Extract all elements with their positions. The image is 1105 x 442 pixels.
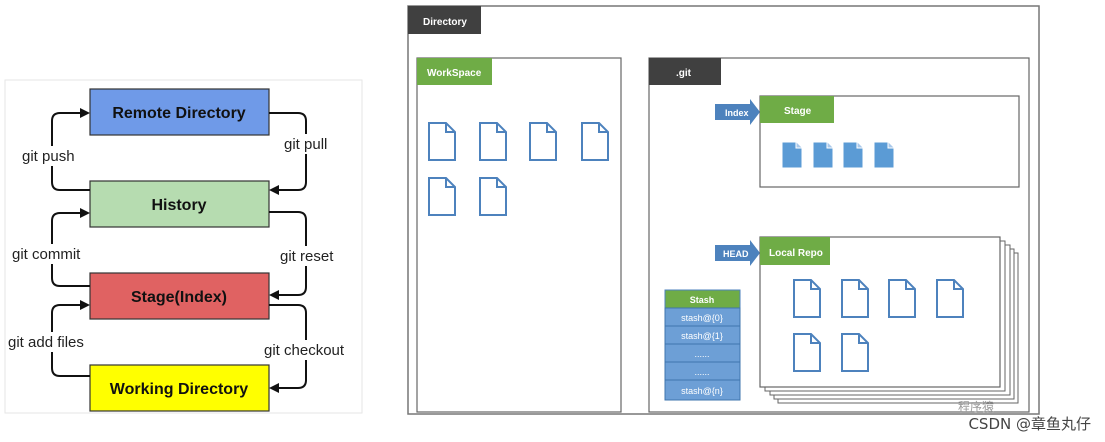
git-reset-label: git reset: [280, 248, 334, 265]
file-icon: [888, 279, 916, 318]
file-icon: [581, 122, 609, 161]
file-icon: [841, 279, 869, 318]
index-label: Index: [725, 108, 749, 118]
file-icon: [428, 177, 456, 216]
file-icon: [841, 333, 869, 372]
index-arrow: [715, 99, 760, 125]
stage-label: Stage: [784, 106, 812, 117]
git-add-files-label: git add files: [8, 334, 84, 351]
workspace-frame: [416, 57, 622, 413]
stash-row-label: stash@{0}: [681, 313, 723, 323]
stage-index-box: Stage(Index): [89, 272, 270, 320]
remote-directory-box: Remote Directory: [89, 88, 270, 136]
file-icon: [936, 279, 964, 318]
stash-header-label: Stash: [690, 295, 715, 305]
staged-file-icon: [781, 141, 803, 169]
head-label: HEAD: [723, 249, 749, 259]
staged-file-icon: [812, 141, 834, 169]
staged-file-icon: [842, 141, 864, 169]
stash-row: [664, 379, 741, 401]
file-icon: [793, 333, 821, 372]
staged-file-icon: [873, 141, 895, 169]
remote-directory-label: Remote Directory: [112, 105, 245, 122]
history-label: History: [151, 197, 206, 214]
faint-watermark: 程序猿: [958, 400, 995, 414]
git-tab: [649, 58, 721, 85]
directory-tab: [408, 6, 481, 34]
working-directory-label: Working Directory: [110, 381, 249, 398]
git-checkout-label: git checkout: [264, 342, 345, 359]
file-icon: [793, 279, 821, 318]
git-flow-diagram: Remote Directory History Stage(Index) Wo…: [4, 79, 363, 414]
file-icon: [479, 177, 507, 216]
csdn-watermark: CSDN @章鱼丸仔: [968, 415, 1091, 433]
directory-label: Directory: [423, 17, 467, 28]
file-icon: [529, 122, 557, 161]
git-pull-label: git pull: [284, 136, 327, 153]
stage-index-label: Stage(Index): [131, 289, 227, 306]
workspace-tab: [417, 58, 492, 85]
git-push-label: git push: [22, 148, 75, 165]
local-repo-label: Local Repo: [769, 248, 823, 259]
stash-row-label: stash@{n}: [681, 386, 723, 396]
stage-tab: [760, 96, 834, 123]
file-icon: [428, 122, 456, 161]
stash-row-label: ......: [694, 349, 709, 359]
stash-row-label: ......: [694, 367, 709, 377]
stash-row-label: stash@{1}: [681, 331, 723, 341]
head-arrow: [715, 240, 760, 266]
working-directory-box: Working Directory: [89, 364, 270, 412]
local-repo-tab: [760, 237, 830, 265]
git-label: .git: [676, 68, 692, 79]
repo-structure-diagram: Directory WorkSpace .git Index Stage: [407, 5, 1040, 415]
workspace-label: WorkSpace: [427, 68, 482, 79]
stash-table: Stash stash@{0} stash@{1} ...... ...... …: [664, 289, 741, 401]
history-box: History: [89, 180, 270, 228]
file-icon: [479, 122, 507, 161]
git-commit-label: git commit: [12, 246, 81, 263]
